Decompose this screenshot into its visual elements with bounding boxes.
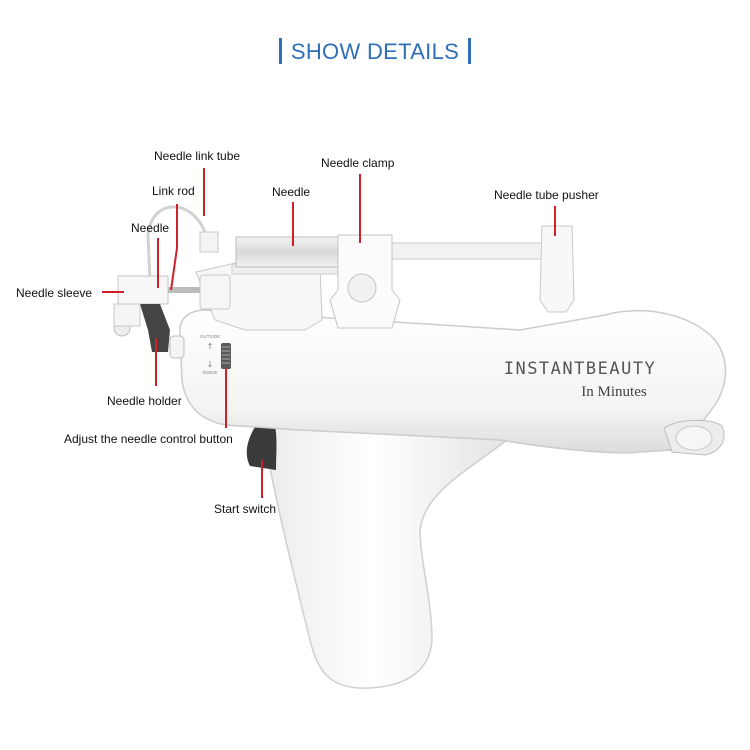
- link-connector: [199, 231, 219, 253]
- front-head: [199, 274, 231, 310]
- label-needle-tube-pusher: Needle tube pusher: [494, 188, 599, 202]
- svg-text:↓: ↓: [207, 360, 214, 369]
- label-adjust-needle-control-button: Adjust the needle control button: [64, 432, 233, 446]
- clamp-knob: [347, 273, 377, 303]
- grip: [247, 398, 561, 689]
- adjust-button-knob: [169, 335, 185, 359]
- label-needle-holder: Needle holder: [107, 394, 182, 408]
- label-needle-left: Needle: [131, 221, 170, 235]
- nozzle-opening: [675, 425, 713, 451]
- needle-link-tube: [146, 205, 207, 281]
- header-bar-left: [278, 38, 282, 64]
- label-start-switch: Start switch: [214, 502, 277, 516]
- section-header: SHOW DETAILS: [0, 38, 750, 65]
- needle-holder-arm: [140, 304, 170, 352]
- start-switch-trigger: [246, 422, 277, 470]
- callout-lines: [102, 168, 556, 498]
- brand-logo: INSTANTBEAUTY: [504, 359, 657, 379]
- dial-outside-label: OUTSIDE: [200, 334, 220, 339]
- brand-tagline: In Minutes: [581, 384, 647, 400]
- header-title: SHOW DETAILS: [290, 39, 460, 64]
- needle-tube-pusher: [539, 225, 575, 313]
- dial-inside-label: INSIDE: [202, 370, 217, 375]
- plunger-rod: [383, 242, 555, 260]
- label-needle-clamp: Needle clamp: [321, 156, 395, 170]
- label-needle-top: Needle: [272, 185, 311, 199]
- header-bar-right: [468, 38, 472, 64]
- label-needle-link-tube: Needle link tube: [154, 149, 241, 163]
- label-link-rod: Link rod: [152, 184, 195, 198]
- needle-sleeve-block: [117, 275, 169, 305]
- label-needle-sleeve: Needle sleeve: [16, 286, 93, 300]
- svg-text:↑: ↑: [207, 342, 214, 351]
